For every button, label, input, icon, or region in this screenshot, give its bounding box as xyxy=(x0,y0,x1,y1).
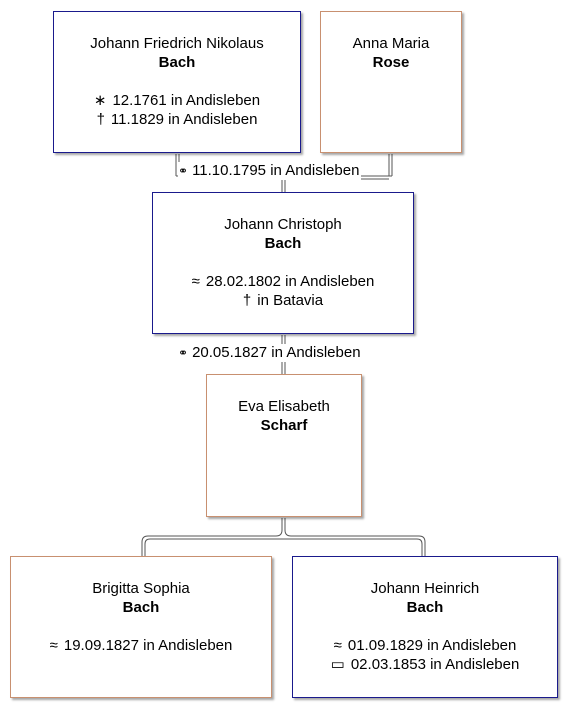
burial-icon: ▭ xyxy=(330,656,345,673)
life-facts: ≈19.09.1827 in Andisleben xyxy=(11,636,271,655)
given-name: Brigitta Sophia xyxy=(92,580,190,597)
connector-children-bar xyxy=(141,529,426,556)
baptism-fact: ≈28.02.1802 in Andisleben xyxy=(153,272,413,291)
given-name: Anna Maria xyxy=(352,35,430,52)
death-text: in Batavia xyxy=(257,292,324,309)
person-box-johann-friedrich-nikolaus-bach[interactable]: Johann Friedrich Nikolaus Bach ∗ 12.1761 … xyxy=(53,11,301,153)
person-box-johann-heinrich-bach[interactable]: Johann Heinrich Bach ≈01.09.1829 in Andi… xyxy=(292,556,558,698)
marriage-label-2: ⚭ 20.05.1827 in Andisleben xyxy=(178,344,363,362)
person-box-eva-elisabeth-scharf[interactable]: Eva Elisabeth Scharf xyxy=(206,374,362,517)
baptism-fact: ≈01.09.1829 in Andisleben xyxy=(293,636,557,655)
surname: Scharf xyxy=(260,417,308,434)
person-box-johann-christoph-bach[interactable]: Johann Christoph Bach ≈28.02.1802 in And… xyxy=(152,192,414,334)
surname: Bach xyxy=(122,599,160,616)
surname: Rose xyxy=(372,54,410,71)
given-name: Eva Elisabeth xyxy=(238,398,330,415)
life-facts: ≈01.09.1829 in Andisleben ▭ 02.03.1853 in… xyxy=(293,636,557,674)
surname: Bach xyxy=(406,599,444,616)
baptism-icon: ≈ xyxy=(333,637,342,654)
marriage-date: 20.05.1827 in Andisleben xyxy=(192,344,361,361)
baptism-text: 28.02.1802 in Andisleben xyxy=(205,273,375,290)
person-box-brigitta-sophia-bach[interactable]: Brigitta Sophia Bach ≈19.09.1827 in Andi… xyxy=(10,556,272,698)
baptism-text: 19.09.1827 in Andisleben xyxy=(63,637,233,654)
baptism-icon: ≈ xyxy=(191,273,200,290)
death-text: 11.1829 in Andisleben xyxy=(110,111,258,128)
connector-m1-mother xyxy=(388,154,393,176)
birth-text: 12.1761 in Andisleben xyxy=(112,92,261,109)
baptism-icon: ≈ xyxy=(49,637,58,654)
marriage-label-1: ⚭ 11.10.1795 in Andisleben xyxy=(178,162,362,180)
connector-children-stem xyxy=(281,518,286,530)
life-facts: ≈28.02.1802 in Andisleben † in Batavia xyxy=(153,272,413,310)
birth-fact: ∗ 12.1761 in Andisleben xyxy=(54,91,300,110)
given-name: Johann Heinrich xyxy=(370,580,480,597)
burial-text: 02.03.1853 in Andisleben xyxy=(350,656,520,673)
death-icon: † xyxy=(242,292,252,309)
baptism-fact: ≈19.09.1827 in Andisleben xyxy=(11,636,271,655)
marriage-date: 11.10.1795 in Andisleben xyxy=(192,162,360,179)
burial-fact: ▭ 02.03.1853 in Andisleben xyxy=(293,655,557,674)
baptism-text: 01.09.1829 in Andisleben xyxy=(347,637,517,654)
given-name: Johann Friedrich Nikolaus xyxy=(90,35,264,52)
surname: Bach xyxy=(158,54,196,71)
connector-children-bar-inner xyxy=(144,538,423,556)
death-fact: † 11.1829 in Andisleben xyxy=(54,110,300,129)
marriage-rings-icon: ⚭ xyxy=(178,164,188,178)
death-icon: † xyxy=(96,111,105,128)
surname: Bach xyxy=(264,235,302,252)
person-box-anna-maria-rose[interactable]: Anna Maria Rose xyxy=(320,11,462,153)
given-name: Johann Christoph xyxy=(224,216,342,233)
marriage-rings-icon: ⚭ xyxy=(178,346,188,360)
birth-icon: ∗ xyxy=(93,92,107,109)
life-facts: ∗ 12.1761 in Andisleben † 11.1829 in Andis… xyxy=(54,91,300,129)
death-fact: † in Batavia xyxy=(153,291,413,310)
